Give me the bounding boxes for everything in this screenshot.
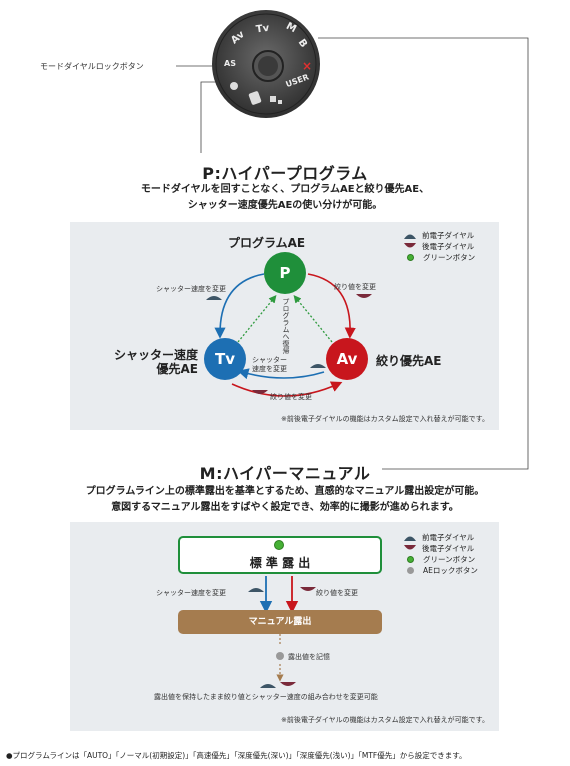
standard-green-dot — [274, 540, 284, 550]
legend-front-dial: 前電子ダイヤル — [403, 230, 475, 241]
m-left-arrow-label: シャッター速度を変更 — [156, 589, 226, 597]
section-p-description: モードダイヤルを回すことなく、プログラムAEと絞り優先AE、 シャッター速度優先… — [0, 182, 570, 214]
memo-ae-lock-dot — [276, 652, 284, 660]
front-dial-icon — [404, 234, 416, 239]
legend-rear-dial: 後電子ダイヤル — [403, 241, 475, 252]
m-diagram-arrows — [248, 576, 316, 688]
dial-mark-as: AS — [224, 59, 236, 68]
node-av: Av — [326, 338, 368, 380]
p-bottom-upper-label: シャッター 速度を変更 — [252, 356, 287, 373]
green-button-icon — [407, 254, 414, 261]
section-p-panel: 前電子ダイヤル 後電子ダイヤル グリーンボタン プログラムAE — [70, 222, 499, 430]
section-p-legend: 前電子ダイヤル 後電子ダイヤル グリーンボタン — [403, 230, 475, 263]
green-button-icon — [407, 556, 414, 563]
memo-label: 露出値を記憶 — [288, 653, 330, 661]
m-bottom-label: 露出値を保持したまま絞り値とシャッター速度の組み合わせを変更可能 — [154, 693, 378, 701]
footnote: ●プログラムラインは「AUTO」「ノーマル(初期設定)」「高速優先」「深度優先(… — [6, 751, 467, 760]
dial-mark-tv: Tv — [255, 23, 270, 36]
p-bottom-lower-label: 絞り値を変更 — [270, 393, 312, 401]
section-m-title: M:ハイパーマニュアル — [199, 464, 371, 483]
legend-green-button: グリーンボタン — [403, 252, 475, 263]
node-p: P — [264, 252, 306, 294]
svg-text:×: × — [302, 59, 312, 73]
av-mode-label: 絞り優先AE — [376, 354, 442, 368]
m-legend-green-button: グリーンボタン — [403, 554, 478, 565]
node-tv: Tv — [204, 338, 246, 380]
dial-mark-m: M — [284, 21, 298, 35]
m-right-arrow-label: 絞り値を変更 — [316, 589, 358, 597]
section-p-note: ※前後電子ダイヤルの機能はカスタム設定で入れ替えが可能です。 — [281, 415, 489, 423]
standard-exposure-box: 標 準 露 出 — [178, 536, 382, 574]
dial-lock-button-label: モードダイヤルロックボタン — [40, 62, 144, 71]
mode-dial-graphic: Tv Av M B AS USER × — [212, 10, 320, 118]
section-p-title: P:ハイパープログラム — [202, 164, 368, 183]
ae-lock-button-icon — [407, 567, 414, 574]
m-legend-rear-dial: 後電子ダイヤル — [403, 543, 478, 554]
section-m-note: ※前後電子ダイヤルの機能はカスタム設定で入れ替えが可能です。 — [281, 716, 489, 724]
section-m-panel: 前電子ダイヤル 後電子ダイヤル グリーンボタン AEロックボタン 標 準 露 出 — [70, 522, 499, 731]
mode-dial: Tv Av M B AS USER × — [210, 6, 322, 118]
rear-dial-icon — [404, 545, 416, 550]
return-to-program-label: プログラムへ復帰 — [282, 298, 290, 354]
tv-mode-label: シャッター速度 優先AE — [113, 348, 198, 376]
p-diagram-arrows — [206, 273, 372, 397]
p-right-arrow-label: 絞り値を変更 — [334, 283, 376, 291]
section-p-desc-line2: シャッター速度優先AEの使い分けが可能。 — [187, 200, 383, 211]
p-left-arrow-label: シャッター速度を変更 — [156, 285, 226, 293]
m-legend-ae-lock: AEロックボタン — [403, 565, 478, 576]
standard-exposure-label: 標 準 露 出 — [249, 556, 311, 570]
rear-dial-icon — [404, 243, 416, 248]
program-ae-title: プログラムAE — [228, 236, 306, 250]
m-legend-front-dial: 前電子ダイヤル — [403, 532, 478, 543]
section-m-desc-line1: プログラムライン上の標準露出を基準とするため、直感的なマニュアル露出設定が可能。 — [85, 486, 485, 497]
front-dial-icon — [404, 536, 416, 541]
section-m-legend: 前電子ダイヤル 後電子ダイヤル グリーンボタン AEロックボタン — [403, 532, 478, 576]
manual-exposure-box: マニュアル露出 — [178, 610, 382, 634]
section-p-desc-line1: モードダイヤルを回すことなく、プログラムAEと絞り優先AE、 — [140, 184, 430, 195]
section-m-desc-line2: 意図するマニュアル露出をすばやく設定でき、効率的に撮影が進められます。 — [111, 502, 459, 513]
section-m-description: プログラムライン上の標準露出を基準とするため、直感的なマニュアル露出設定が可能。… — [0, 484, 570, 516]
